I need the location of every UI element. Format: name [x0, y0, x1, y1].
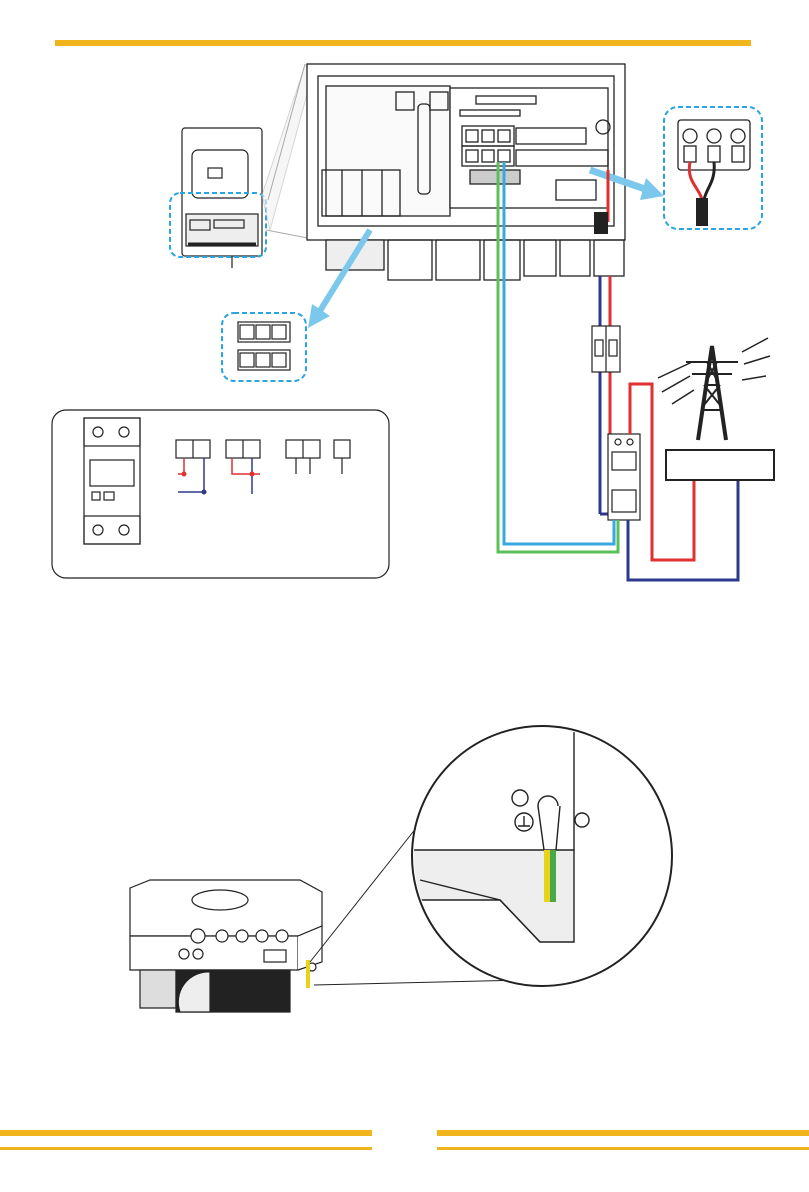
zoom-line-bottom [314, 980, 524, 985]
grid-terminal-detail [664, 107, 762, 229]
rj45-ports-detail [222, 313, 306, 381]
inverter-overview [182, 128, 262, 268]
utility-grid [658, 338, 774, 480]
inverter-wiring-compartment [307, 64, 625, 280]
inverter-3d-view [130, 880, 322, 1012]
meter-wiring-legend [52, 410, 389, 578]
energy-meter [608, 434, 640, 520]
ac-breaker [592, 326, 620, 372]
ground-terminal-zoom [412, 726, 672, 986]
